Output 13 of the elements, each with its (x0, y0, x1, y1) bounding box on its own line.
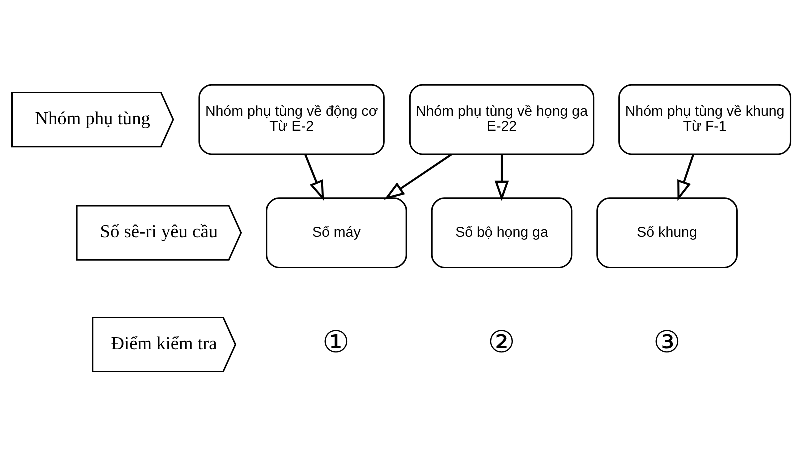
arrow (678, 154, 694, 202)
arrow (304, 154, 324, 202)
node-box: Số khung (596, 198, 738, 268)
label: ③ (653, 325, 682, 360)
node-box: Nhóm phụ tùng về họng ga E-22 (409, 84, 595, 156)
node-box: Nhóm phụ tùng về động cơ Từ E-2 (198, 84, 385, 156)
label: ① (322, 325, 351, 360)
node-box: Số máy (266, 198, 408, 268)
arrow (384, 154, 452, 200)
arrow (494, 154, 510, 202)
node-box: Số bộ họng ga (431, 198, 573, 268)
node-box: Nhóm phụ tùng về khung Từ F-1 (618, 84, 792, 156)
label: ② (488, 325, 516, 360)
